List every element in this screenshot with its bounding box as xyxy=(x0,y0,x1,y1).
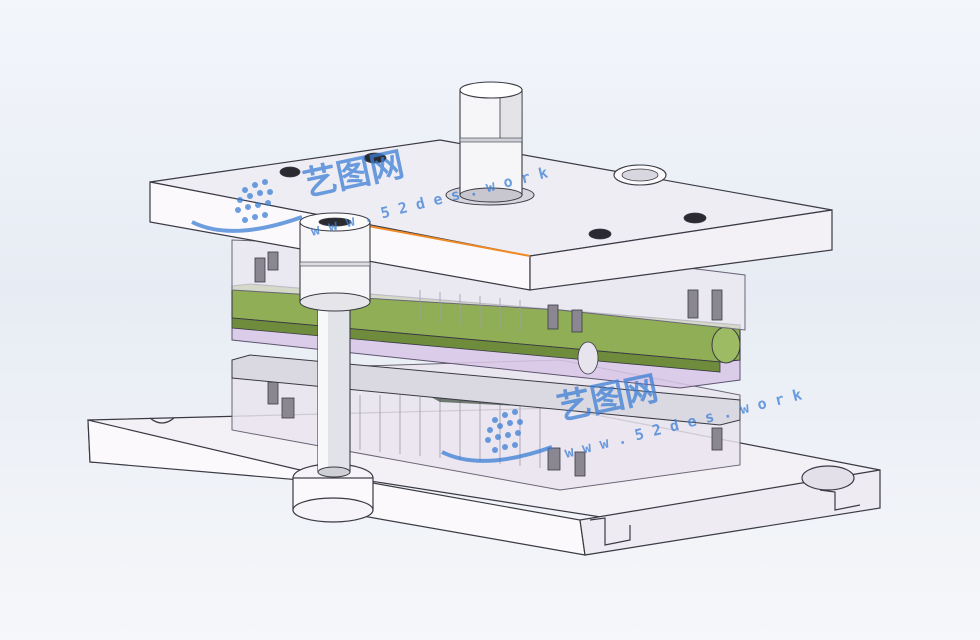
guide-post xyxy=(317,299,351,478)
die-shank xyxy=(445,81,535,206)
dot-globe-icon xyxy=(485,409,523,453)
swoosh-icon xyxy=(441,445,553,463)
swoosh-icon xyxy=(191,215,303,233)
guide-bushing xyxy=(299,212,371,312)
dot-globe-icon xyxy=(235,179,273,223)
die-plate xyxy=(231,354,741,426)
